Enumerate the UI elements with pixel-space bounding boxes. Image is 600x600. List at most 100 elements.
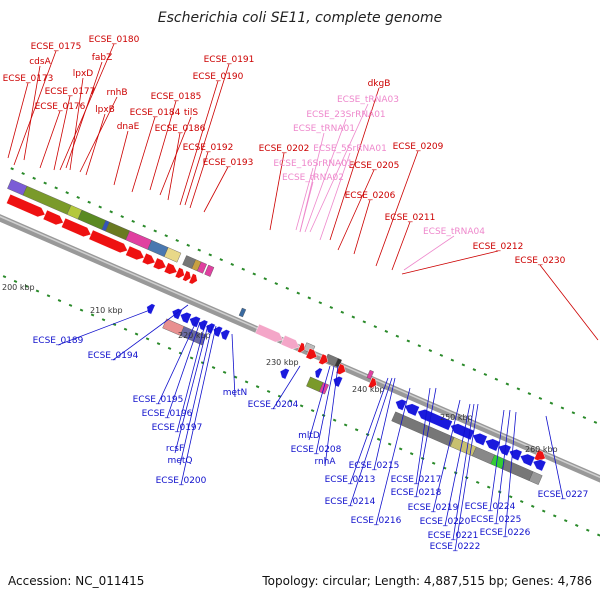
scale-dash [189, 356, 194, 360]
scale-dash [508, 495, 513, 499]
gene-label: ECSE_0219 [408, 503, 459, 513]
scale-dash [101, 318, 106, 322]
gene-label-leader [112, 304, 189, 361]
gene-label: ECSE_0226 [480, 528, 531, 538]
gene-label-leader [7, 82, 29, 159]
scale-dash [76, 195, 80, 199]
scale-dash [98, 205, 102, 209]
gene-label: ECSE_0186 [155, 124, 206, 134]
gene-arrow [485, 438, 501, 452]
scale-dash [32, 176, 36, 180]
scale-dash [354, 428, 359, 432]
gene-arrow [450, 423, 475, 441]
gene-label: ECSE_0190 [193, 72, 244, 82]
rna-label: ECSE_16SrRNA01 [273, 159, 352, 169]
scale-dash [516, 387, 521, 391]
gene-arrow [404, 403, 420, 417]
gene-label: ECSE_0224 [465, 502, 516, 512]
gene-label: ECSE_0225 [471, 515, 522, 525]
tick-label: 210 kbp [90, 306, 123, 315]
rna-label-leader [299, 181, 314, 233]
gene-label: ECSE_0215 [349, 461, 400, 471]
gene-label-leader [269, 152, 285, 231]
gene-label: ECSE_0212 [473, 242, 524, 252]
scale-dash [373, 325, 378, 329]
gene-arrow [280, 335, 300, 350]
gene-label-leader [375, 150, 419, 267]
scale-dash [13, 279, 18, 283]
gene-arrow [42, 209, 64, 226]
gene-arrow [182, 270, 192, 282]
gene-label: ECSE_0173 [3, 74, 54, 84]
gene-label: rnhB [106, 88, 127, 98]
gene-label-leader [184, 63, 230, 206]
gene-label-leader [452, 403, 475, 541]
scale-dash [233, 375, 238, 379]
feature-layer [0, 167, 600, 537]
gene-label-leader [203, 166, 229, 213]
scale-dash [285, 286, 290, 290]
gene-label: rcsF [166, 444, 184, 454]
scale-dash [43, 181, 47, 185]
gene-label: ECSE_0191 [204, 55, 255, 65]
scale-dash [244, 380, 249, 384]
tick-label: 230 kbp [266, 358, 299, 367]
gene-arrow [220, 329, 231, 341]
scale-dash [362, 320, 367, 324]
scale-dash [395, 334, 400, 338]
scale-dash [46, 294, 51, 298]
scale-dash [120, 215, 124, 219]
scale-dash [527, 392, 532, 396]
scale-dash [219, 258, 224, 262]
rna-label-leader [403, 235, 455, 271]
gene-label-leader [65, 61, 103, 169]
scale-dash [230, 262, 235, 266]
gene-arrow [297, 342, 306, 354]
scale-dash [384, 329, 389, 333]
scale-dash [24, 284, 29, 288]
gene-arrow [519, 453, 536, 467]
gene-label: ECSE_0189 [33, 336, 84, 346]
gene-label-leader [180, 325, 217, 486]
gene-label-leader [432, 399, 461, 513]
scale-dash [10, 167, 14, 171]
scale-dash [274, 282, 279, 286]
scale-dash [263, 277, 268, 281]
tick-label: 260 kbp [525, 445, 558, 454]
scale-dash [79, 308, 84, 312]
gene-label: ECSE_0185 [151, 92, 202, 102]
scale-dash [307, 296, 312, 300]
gene-label-leader [329, 87, 380, 241]
gene-label-leader [315, 365, 335, 455]
rna-label: ECSE_tRNA01 [293, 124, 355, 134]
gene-label-leader [353, 199, 371, 255]
scale-dash [549, 401, 554, 405]
gene-label-leader [272, 365, 301, 410]
scale-dash [461, 363, 466, 367]
gene-label: mltD [298, 431, 320, 441]
gene-label: ECSE_0214 [325, 497, 376, 507]
scale-dash [472, 368, 477, 372]
gene-label: ECSE_0213 [325, 475, 376, 485]
gene-label: dnaE [117, 122, 140, 132]
scale-dash [87, 200, 91, 204]
scale-dash [266, 389, 271, 393]
gene-label-leader [57, 309, 151, 346]
scale-dash [406, 339, 411, 343]
tick-label: 240 kbp [352, 385, 385, 394]
rna-label-leader [304, 118, 347, 233]
gene-label-leader [131, 116, 156, 193]
gene-label-leader [157, 321, 197, 405]
scale-dash [222, 370, 227, 374]
gene-arrow [305, 348, 318, 360]
gene-label-leader [189, 151, 209, 209]
rna-label: ECSE_tRNA04 [423, 227, 485, 237]
scale-dash [68, 303, 73, 307]
scale-dash [164, 234, 168, 238]
gene-label: ECSE_0221 [428, 531, 479, 541]
gene-arrow [279, 368, 290, 380]
gene-label-leader [373, 377, 396, 471]
scale-dash [431, 461, 436, 465]
scale-dash [65, 191, 69, 195]
